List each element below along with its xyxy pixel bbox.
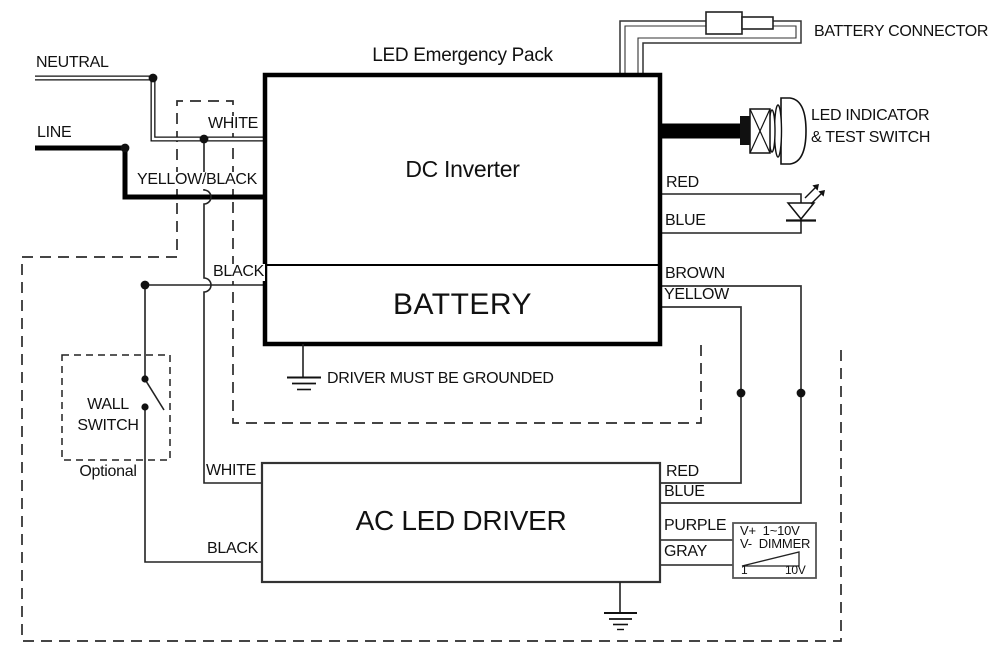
battery-connector-icon — [619, 11, 802, 77]
wire-label-driver-blue: BLUE — [663, 483, 706, 501]
wall-switch-dashed-box — [61, 354, 171, 461]
inverter-ground-icon — [287, 344, 321, 391]
callout-led-indicator-line1: LED INDICATOR — [810, 107, 931, 125]
wire-label-driver-purple: PURPLE — [663, 517, 728, 535]
diagram-title: LED Emergency Pack — [372, 45, 553, 66]
neutral-wire — [35, 75, 265, 142]
dimmer-label-row2: V- DIMMER — [740, 536, 811, 551]
dimmer-box — [732, 522, 817, 579]
dimmer-ramp-icon — [741, 551, 800, 567]
junction-dots — [120, 73, 806, 411]
callout-led-indicator-line2: & TEST SWITCH — [810, 129, 932, 147]
battery-label: BATTERY — [392, 288, 533, 321]
supply-label-neutral: NEUTRAL — [35, 54, 110, 72]
line-wire — [35, 145, 265, 200]
ac-led-driver-label: AC LED DRIVER — [355, 505, 567, 536]
wire-label-inverter-red: RED — [665, 174, 700, 192]
wire-label-battery-yellow: YELLOW — [663, 286, 730, 304]
dc-inverter-box — [262, 72, 663, 347]
wire-label-inverter-blue: BLUE — [664, 212, 707, 230]
supply-label-line: LINE — [36, 124, 73, 142]
wall-switch-label-line2: SWITCH — [77, 417, 139, 434]
wire-label-inverter-black: BLACK — [212, 263, 265, 281]
driver-black-wire — [144, 407, 263, 563]
dimmer-label-row1: V+ 1~10V — [740, 523, 800, 538]
wall-switch-label-line1: WALL — [87, 396, 129, 413]
wire-label-driver-black: BLACK — [206, 540, 259, 558]
wire-label-driver-red: RED — [665, 463, 700, 481]
callout-battery-connector: BATTERY CONNECTOR — [813, 23, 990, 41]
wall-switch-optional-note: Optional — [79, 463, 137, 480]
field-wiring-dashed-boundary — [21, 100, 842, 642]
wire-label-driver-gray: GRAY — [663, 543, 708, 561]
led-diode-icon — [660, 184, 825, 234]
ac-led-driver-box — [260, 461, 662, 584]
wire-label-inverter-white: WHITE — [207, 115, 260, 133]
wire-label-driver-white: WHITE — [205, 462, 258, 480]
callout-ground-note: DRIVER MUST BE GROUNDED — [326, 370, 555, 388]
dimmer-min-label: 1 — [741, 563, 748, 577]
test-switch-button-icon — [740, 97, 807, 165]
dc-inverter-label: DC Inverter — [405, 156, 520, 182]
wire-label-inverter-yellow-black: YELLOW/BLACK — [136, 171, 259, 189]
driver-white-wire — [203, 139, 263, 484]
dimmer-max-label: 10V — [785, 563, 806, 577]
battery-yellow-wire — [660, 306, 742, 484]
wire-label-battery-brown: BROWN — [664, 265, 726, 283]
driver-ground-icon — [604, 582, 637, 631]
wall-switch-icon — [145, 380, 165, 411]
